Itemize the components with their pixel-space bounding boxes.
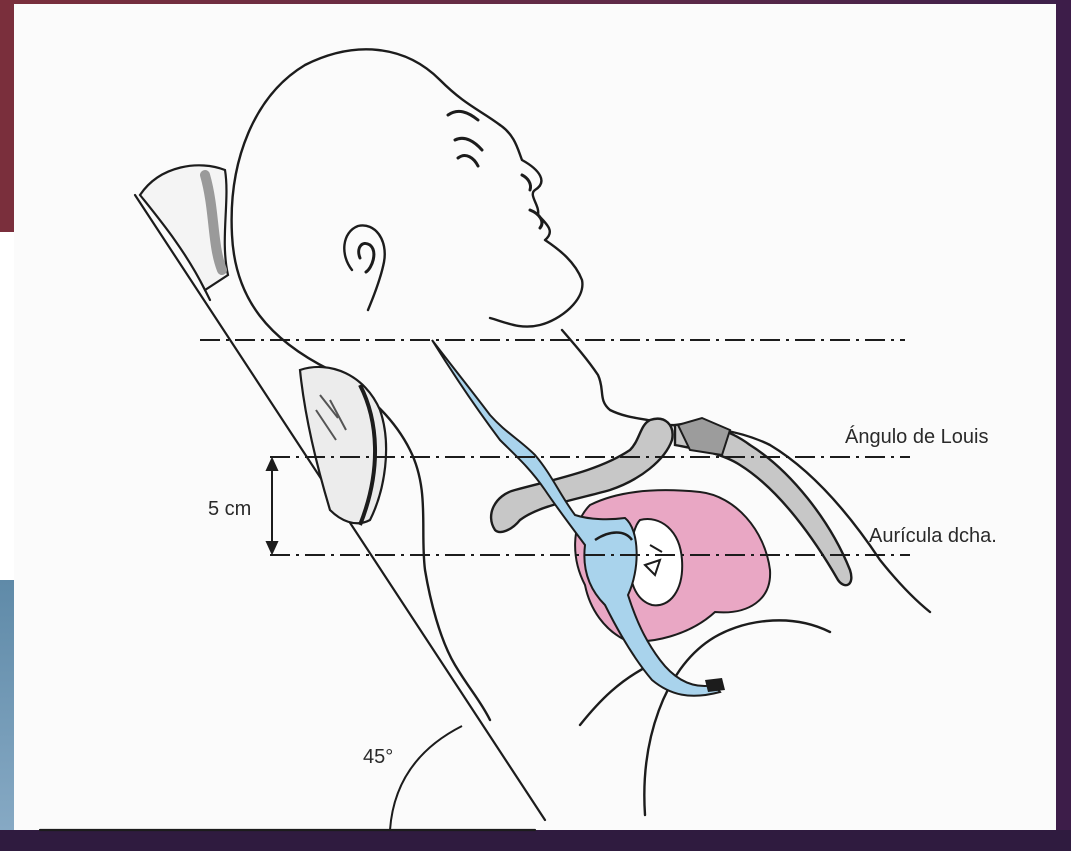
chest-curve — [644, 620, 830, 815]
eyebrow — [448, 111, 478, 120]
shoulder-curve — [580, 665, 650, 725]
facial-features — [448, 111, 542, 228]
bed-support — [40, 190, 545, 830]
angle-arc — [390, 726, 462, 830]
nostril — [522, 175, 531, 190]
label-auricula-dcha: Aurícula dcha. — [869, 525, 997, 547]
label-angle-45: 45° — [363, 746, 393, 768]
label-angulo-de-louis: Ángulo de Louis — [845, 425, 988, 448]
ear — [344, 225, 384, 310]
head-back-contour — [232, 49, 500, 370]
shoulder-muscle — [300, 367, 386, 525]
eye-lash — [458, 156, 478, 166]
face-profile — [490, 125, 582, 327]
lips — [530, 210, 542, 228]
eye — [455, 138, 482, 150]
distance-arrow — [267, 459, 277, 553]
label-distance-5cm: 5 cm — [208, 498, 251, 520]
